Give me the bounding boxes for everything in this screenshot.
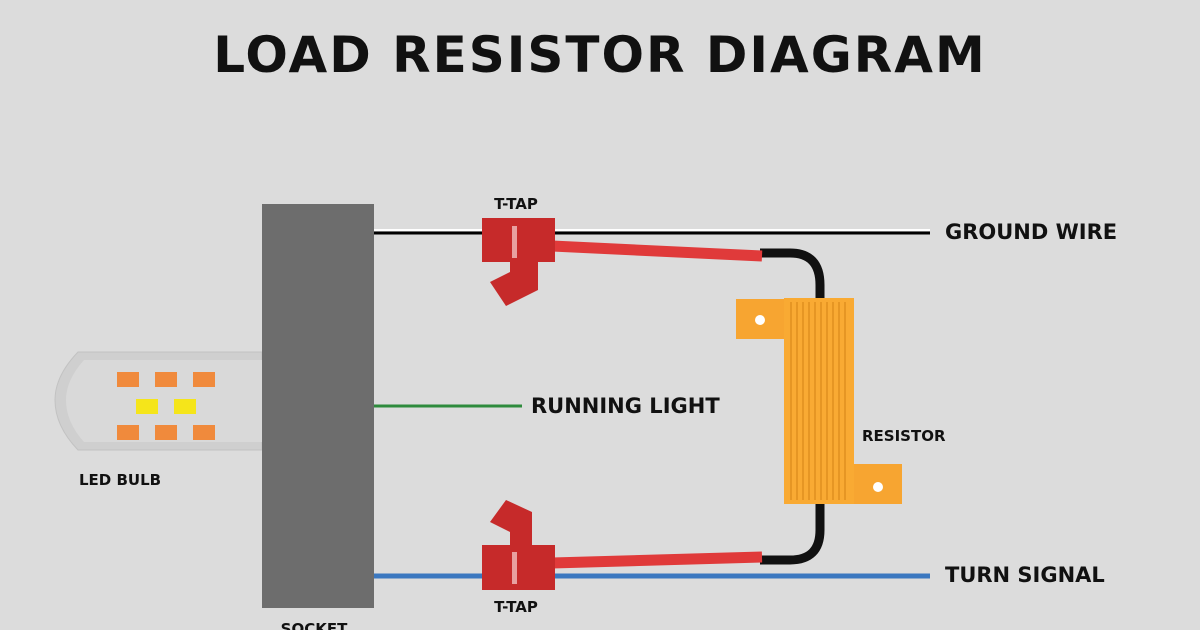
red-lead-bottom [551, 551, 763, 569]
t-tap-bottom [482, 500, 555, 590]
ground-wire-label: GROUND WIRE [945, 220, 1117, 244]
running-light-label: RUNNING LIGHT [531, 394, 720, 418]
t-tap-top [482, 218, 555, 306]
resistor [736, 298, 902, 504]
turn-signal-label: TURN SIGNAL [945, 563, 1105, 587]
socket-label: SOCKET [281, 620, 348, 630]
t-tap-top-label: T-TAP [494, 195, 538, 213]
led-chips [117, 372, 215, 440]
socket [262, 204, 374, 608]
resistor-label: RESISTOR [862, 427, 946, 445]
resistor-lead-bottom [760, 500, 825, 565]
led-bulb [54, 351, 263, 451]
t-tap-bottom-label: T-TAP [494, 598, 538, 616]
red-lead-top [551, 240, 763, 262]
resistor-lead-top [760, 248, 825, 300]
diagram-title: LOAD RESISTOR DIAGRAM [213, 26, 987, 84]
led-bulb-label: LED BULB [79, 471, 161, 489]
